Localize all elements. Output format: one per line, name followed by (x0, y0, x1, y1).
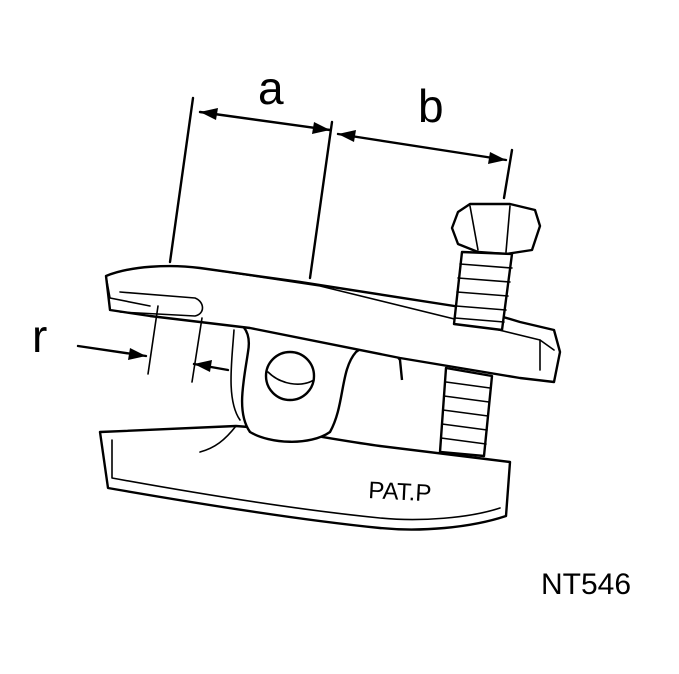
center-saddle (225, 320, 404, 443)
label-r: r (32, 310, 47, 362)
dimension-a (198, 108, 332, 134)
base-pad (98, 424, 512, 531)
label-b: b (418, 80, 444, 132)
pivot-pin (264, 350, 316, 402)
top-bar (104, 264, 562, 384)
figure-code: NT546 (541, 568, 631, 601)
dimension-r (76, 344, 230, 372)
pat-stamp: PAT.P (368, 477, 432, 507)
extension-lines (147, 96, 514, 383)
label-a: a (258, 62, 284, 114)
dimension-b (336, 130, 508, 164)
adjusting-screw (450, 202, 542, 332)
lower-thread (438, 366, 494, 458)
